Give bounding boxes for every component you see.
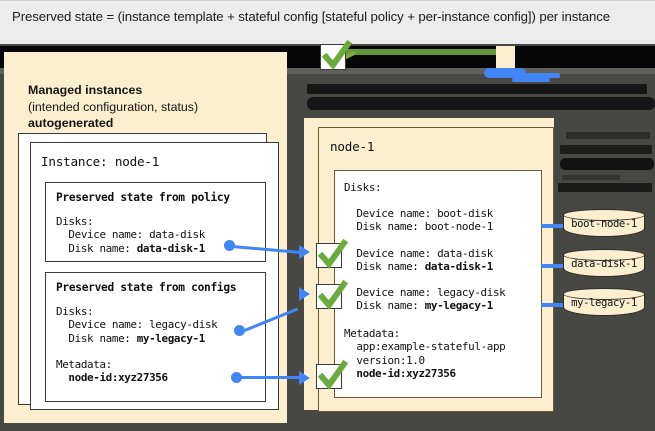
configs-box-heading: Preserved state from configs [56, 281, 237, 294]
panel-title-line2: (intended configuration, status) [28, 99, 199, 114]
configs-metadata-label: Metadata: [56, 358, 112, 371]
redaction-bar-4 [560, 145, 652, 154]
marker-green-line [330, 49, 505, 55]
node-entry-data-prefix: Disk name: [344, 260, 425, 274]
configs-metadata-value: node-id:xyz27356 [56, 371, 168, 385]
panel-title: Managed instances (intended configuratio… [28, 82, 278, 132]
node-entry-legacy: Device name: legacy-disk Disk name: my-l… [344, 286, 505, 313]
panel-title-line3: autogenerated [28, 116, 114, 130]
policy-disks-label: Disks: [56, 215, 94, 228]
check-badge-redacted-top [320, 39, 353, 70]
redaction-bar-7 [558, 183, 652, 192]
node-metadata-label: Metadata: [344, 327, 400, 340]
node-entry-legacy-prefix: Disk name: [344, 299, 425, 313]
node-entry-data-device: Device name: data-disk [344, 247, 493, 260]
marker-blue-underline-2 [512, 78, 550, 82]
node-card-title: node-1 [330, 139, 375, 154]
node-entry-boot-value: boot-node-1 [424, 220, 494, 234]
connector-dot-configs-metadata [231, 372, 242, 383]
policy-box-heading: Preserved state from policy [56, 191, 230, 204]
node-metadata-version: version:1.0 [344, 353, 425, 367]
node-metadata-nodeid: node-id:xyz27356 [344, 367, 456, 381]
connector-line-configs-metadata [239, 376, 301, 380]
check-mark-icon [317, 238, 349, 269]
disk-label-legacy: my-legacy-1 [571, 297, 637, 309]
node-disks-label: Disks: [344, 181, 382, 194]
disk-label-boot: boot-node-1 [571, 218, 637, 230]
configs-device-name: Device name: legacy-disk [56, 318, 218, 332]
disk-label-data: data-disk-1 [571, 258, 637, 270]
policy-box-disks: Disks: Device name: data-disk Disk name:… [56, 215, 205, 255]
connector-dot-configs-device [234, 325, 245, 336]
redaction-highlight-block [496, 46, 515, 68]
node-entry-boot-device: Device name: boot-disk [344, 207, 493, 220]
disk-cylinder-legacy: my-legacy-1 [563, 288, 645, 319]
node-entry-legacy-device: Device name: legacy-disk [344, 286, 506, 299]
disk-cylinder-top [563, 288, 645, 300]
instance-card-title: Instance: node-1 [41, 154, 160, 169]
policy-device-name: Device name: data-disk [56, 228, 205, 242]
policy-disk-name-prefix: Disk name: [56, 241, 137, 255]
disk-cylinder-data: data-disk-1 [563, 249, 645, 280]
check-mark-icon [317, 279, 349, 310]
redaction-bar-6 [562, 175, 620, 180]
preserved-state-configs-box [45, 272, 266, 402]
arrow-right-icon [299, 371, 310, 385]
redaction-bar-1 [307, 84, 647, 94]
arrow-right-icon [299, 245, 310, 259]
configs-box-metadata: Metadata: node-id:xyz27356 [56, 358, 168, 385]
disk-link-legacy [541, 303, 567, 307]
disk-cylinder-top [563, 209, 645, 221]
disk-link-boot [541, 224, 567, 228]
check-badge-metadata [316, 359, 349, 390]
redaction-strip-top-edge [0, 68, 655, 74]
configs-box-disks: Disks: Device name: legacy-disk Disk nam… [56, 305, 218, 345]
check-mark-icon [321, 39, 353, 70]
panel-title-line1: Managed instances [28, 83, 143, 97]
node-entry-legacy-value: my-legacy-1 [424, 299, 494, 313]
configs-disk-name-prefix: Disk name: [56, 331, 137, 345]
redaction-bar-3 [566, 132, 650, 139]
caption-bar: Preserved state = (instance template + s… [0, 0, 655, 44]
check-badge-data-disk [316, 238, 349, 269]
caption-text: Preserved state = (instance template + s… [12, 9, 610, 24]
node-entry-boot: Device name: boot-disk Disk name: boot-n… [344, 207, 493, 234]
check-badge-legacy-disk [316, 279, 349, 310]
policy-disk-name-value: data-disk-1 [136, 241, 206, 255]
node-metadata-app: app:example-stateful-app [344, 340, 506, 354]
disk-cylinder-boot: boot-node-1 [563, 209, 645, 240]
node-entry-data: Device name: data-disk Disk name: data-d… [344, 247, 493, 274]
redaction-bar-2 [307, 97, 655, 110]
node-entry-boot-prefix: Disk name: [344, 220, 425, 234]
node-entry-data-value: data-disk-1 [424, 260, 494, 274]
caption-divider [0, 0, 655, 1]
marker-blue-underline [498, 73, 560, 78]
node-details-box [334, 170, 542, 398]
arrow-right-icon [299, 287, 310, 301]
redaction-bar-5 [560, 158, 654, 170]
disk-cylinder-top [563, 249, 645, 261]
connector-dot-policy [224, 240, 235, 251]
configs-disk-name-value: my-legacy-1 [136, 331, 206, 345]
check-mark-icon [317, 359, 349, 390]
configs-disks-label: Disks: [56, 305, 94, 318]
node-metadata: Metadata: app:example-stateful-app versi… [344, 327, 506, 381]
disk-link-data [541, 264, 567, 268]
